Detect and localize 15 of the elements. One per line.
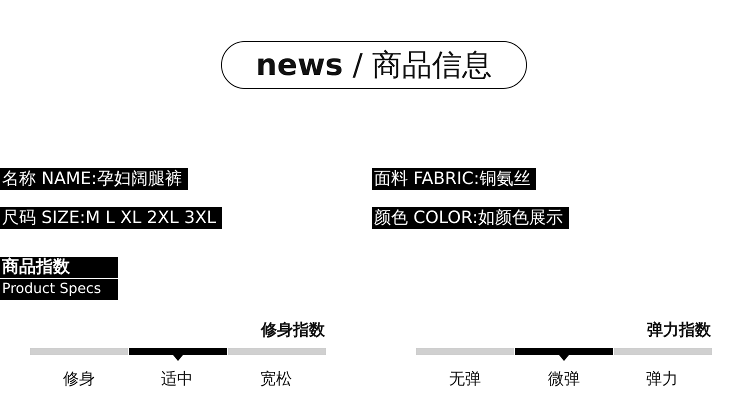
section-heading: Product Specs: [0, 279, 118, 300]
scale-label: 宽松: [260, 369, 292, 390]
spec-label: 面料 FABRIC:铜氨丝: [372, 168, 536, 190]
scale-label: 弹力: [646, 369, 678, 390]
scale-label: 适中: [161, 369, 193, 390]
scale-label: 微弹: [548, 369, 580, 390]
scale-title: 修身指数: [261, 320, 325, 341]
scale-label: 修身: [63, 369, 95, 390]
scale-title: 弹力指数: [647, 320, 711, 341]
spec-label: 名称 NAME:孕妇阔腿裤: [0, 168, 188, 190]
title: news / 商品信息: [256, 46, 492, 84]
scale-label: 无弹: [449, 369, 481, 390]
spec-label: 颜色 COLOR:如颜色展示: [372, 207, 569, 229]
section-heading: 商品指数: [0, 257, 118, 278]
spec-label: 尺码 SIZE:M L XL 2XL 3XL: [0, 207, 222, 229]
